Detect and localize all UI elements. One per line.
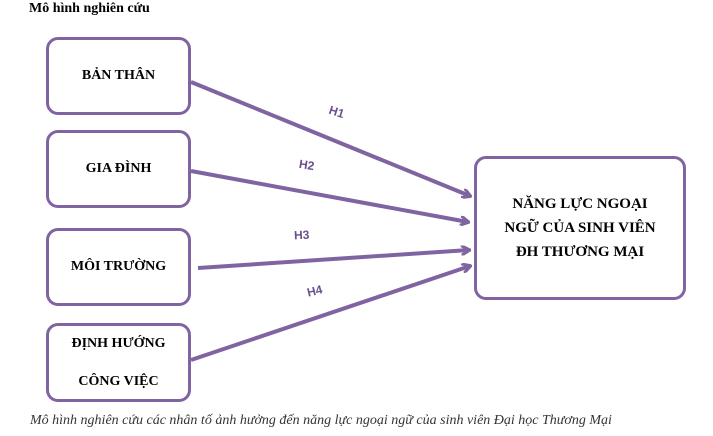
factor-label-family: GIA ĐÌNH [85,161,152,176]
factor-box-career: ĐỊNH HƯỚNG CÔNG VIỆC [46,323,191,402]
factor-box-self: BẢN THÂN [46,37,191,115]
target-label-line2: NGỮ CỦA SINH VIÊN [504,220,656,236]
figure-caption: Mô hình nghiên cứu các nhân tố ảnh hưởng… [30,413,612,428]
factor-label-career-line2: CÔNG VIỆC [78,373,159,389]
arrow-h2 [190,169,468,222]
factor-box-family: GIA ĐÌNH [46,130,191,208]
factor-label-self: BẢN THÂN [81,68,156,83]
factor-label-environment: MÔI TRƯỜNG [70,259,167,274]
hypothesis-label-h3: H3 [293,227,310,243]
factor-box-environment: MÔI TRƯỜNG [46,228,191,306]
factor-label-career-line1: ĐỊNH HƯỚNG [71,335,166,351]
arrow-h1 [190,80,470,196]
target-box: NĂNG LỰC NGOẠI NGỮ CỦA SINH VIÊN ĐH THƯƠ… [474,156,686,300]
hypothesis-label-h2: H2 [297,156,316,174]
arrow-h3 [197,250,469,270]
diagram-heading: Mô hình nghiên cứu [29,1,150,16]
arrow-h4 [190,266,470,362]
target-label-line1: NĂNG LỰC NGOẠI [512,196,648,212]
target-label-line3: ĐH THƯƠNG MẠI [515,244,645,260]
